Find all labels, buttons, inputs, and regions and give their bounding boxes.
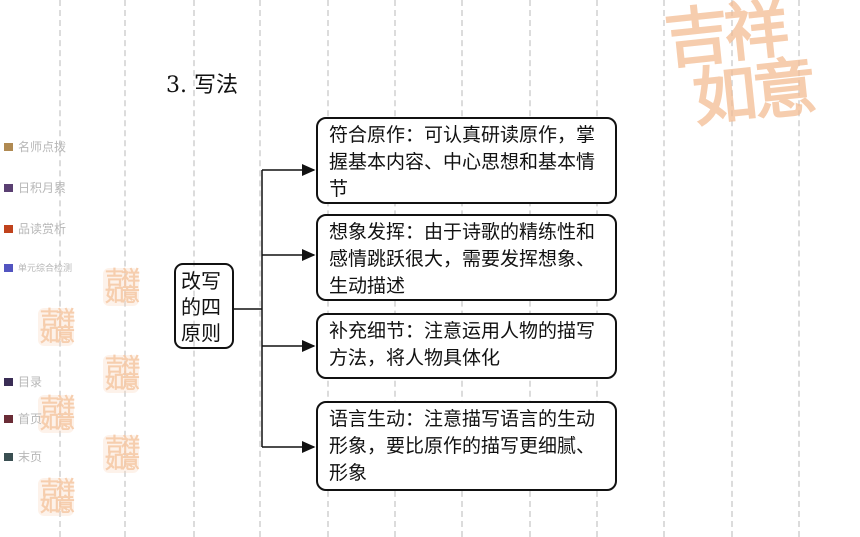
sidebar-item-teacher-tips[interactable]: 名师点拨 (4, 138, 66, 155)
branch-node-vivid-language: 语言生动：注意描写语言的生动形象，要比原作的描写更细腻、形象 (316, 401, 617, 491)
sidebar-item-daily-accumulation[interactable]: 日积月累 (4, 179, 66, 196)
seal-stamp-icon: 吉祥如意 (38, 307, 75, 347)
seal-line-2: 如意 (40, 411, 75, 434)
bullet-square-icon (4, 452, 13, 461)
sidebar-item-label: 品读赏析 (18, 222, 67, 236)
branch-node-imagination: 想象发挥：由于诗歌的精练性和感情跳跃很大，需要发挥想象、生动描述 (316, 214, 617, 301)
nav-label: 首页 (18, 412, 43, 426)
seal-line-1: 吉祥 (40, 394, 75, 416)
nav-first-page-link[interactable]: 首页 (4, 410, 42, 427)
bullet-square-icon (4, 142, 13, 151)
seal-stamp-icon: 吉祥如意 (103, 267, 140, 307)
sidebar-item-label: 名师点拨 (18, 140, 67, 154)
sidebar-item-unit-test[interactable]: 单元综合检测 (4, 261, 72, 274)
seal-stamp-icon: 吉祥如意 (38, 477, 75, 517)
seal-line-1: 吉祥 (105, 434, 140, 456)
seal-stamp-icon: 吉祥如意 (38, 394, 75, 434)
nav-label: 末页 (18, 450, 43, 464)
seal-line-1: 吉祥 (105, 267, 140, 289)
sidebar-item-label: 单元综合检测 (18, 264, 73, 274)
nav-label: 目录 (18, 375, 43, 389)
seal-line-1: 吉祥 (40, 477, 75, 499)
section-title: 3. 写法 (166, 73, 238, 98)
bullet-square-icon (4, 224, 13, 233)
diagram-root-node: 改写的四原则 (174, 263, 234, 349)
sidebar-item-label: 日积月累 (18, 181, 67, 195)
nav-contents-link[interactable]: 目录 (4, 373, 42, 390)
seal-line-2: 如意 (105, 371, 140, 394)
sidebar-item-reading-appreciation[interactable]: 品读赏析 (4, 220, 66, 237)
seal-line-2: 如意 (40, 494, 75, 517)
seal-stamp-icon: 吉祥如意 (103, 434, 140, 474)
seal-line-2: 如意 (105, 284, 140, 307)
seal-stamp-icon: 吉祥如意 (103, 354, 140, 394)
bullet-square-icon (4, 377, 13, 386)
bullet-square-icon (4, 414, 13, 423)
seal-line-1: 吉祥 (105, 354, 140, 376)
branch-node-faithful: 符合原作：可认真研读原作，掌握基本内容、中心思想和基本情节 (316, 117, 617, 204)
seal-line-2: 如意 (105, 451, 140, 474)
bullet-square-icon (4, 183, 13, 192)
branch-node-details: 补充细节：注意运用人物的描写方法，将人物具体化 (316, 313, 617, 379)
nav-last-page-link[interactable]: 末页 (4, 448, 42, 465)
seal-line-2: 如意 (40, 324, 75, 347)
bullet-square-icon (4, 263, 13, 272)
seal-line-1: 吉祥 (40, 307, 75, 329)
